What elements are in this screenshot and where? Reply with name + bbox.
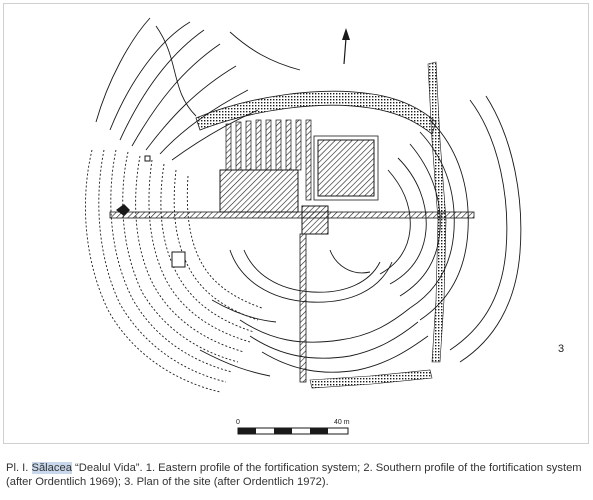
- northern-rampart: [195, 90, 437, 135]
- north-south-trench: [299, 233, 307, 383]
- excavation-block-west: [219, 169, 299, 213]
- east-west-trench: [109, 211, 475, 219]
- scale-bar: 0 40 m: [236, 419, 350, 435]
- site-plan-drawing: 0 40 m: [85, 17, 522, 435]
- caption-lead: Pl. I.: [6, 462, 29, 474]
- plate-number: 3: [558, 343, 565, 355]
- small-feature-marker: [144, 155, 151, 162]
- excavation-block-east: [317, 139, 375, 197]
- figure-frame: [3, 3, 589, 444]
- southern-rampart: [309, 369, 433, 389]
- contour-lines: [85, 17, 522, 393]
- caption-site-highlight: Sălacea: [31, 462, 72, 474]
- small-feature-cluster: [116, 204, 130, 216]
- small-feature-square: [171, 251, 186, 268]
- scale-end-label: 40 m: [334, 419, 350, 426]
- north-arrow-icon: [342, 28, 350, 65]
- caption-text: “Dealul Vida”. 1. Eastern profile of the…: [6, 462, 582, 488]
- trench-strips: [225, 119, 312, 201]
- central-block: [301, 205, 329, 235]
- figure-caption: Pl. I. Sălacea “Dealul Vida”. 1. Eastern…: [6, 461, 588, 489]
- scale-start-label: 0: [236, 419, 240, 426]
- excavation-block-east-outline: [313, 135, 379, 201]
- eastern-rampart: [427, 61, 447, 363]
